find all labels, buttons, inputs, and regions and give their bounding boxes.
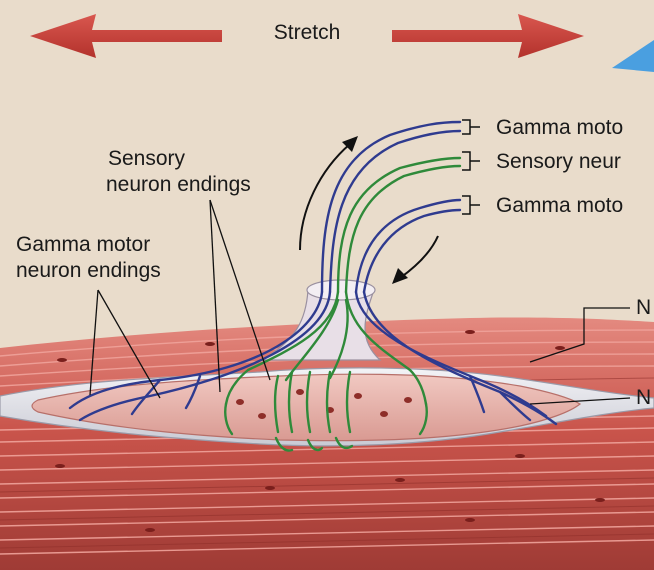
right-lower-cut-label: N [636,386,652,409]
stretch-arrow-left [30,14,222,58]
sensory-endings-label-line2: neuron endings [106,173,251,196]
gamma-motor-fibers [68,120,558,426]
stretch-label: Stretch [273,21,341,44]
sensory-fibers [224,156,462,452]
right-upper-cut-label: N [636,296,652,319]
leader-lines [89,199,631,405]
sensory-neuron-label: Sensory neur [496,150,621,173]
gamma-endings-label-line2: neuron endings [16,259,161,282]
sensory-endings-label-line1: Sensory [108,147,186,170]
gamma-motor-label-top: Gamma moto [496,116,624,139]
stretch-arrow-right [392,14,584,58]
efferent-direction-arrow [392,235,439,284]
afferent-direction-arrow [299,136,358,251]
right-label-brackets [462,119,480,215]
blue-triangle-fragment [612,40,654,72]
gamma-endings-label-line1: Gamma motor [16,233,151,256]
gamma-motor-label-bottom: Gamma moto [496,194,624,217]
